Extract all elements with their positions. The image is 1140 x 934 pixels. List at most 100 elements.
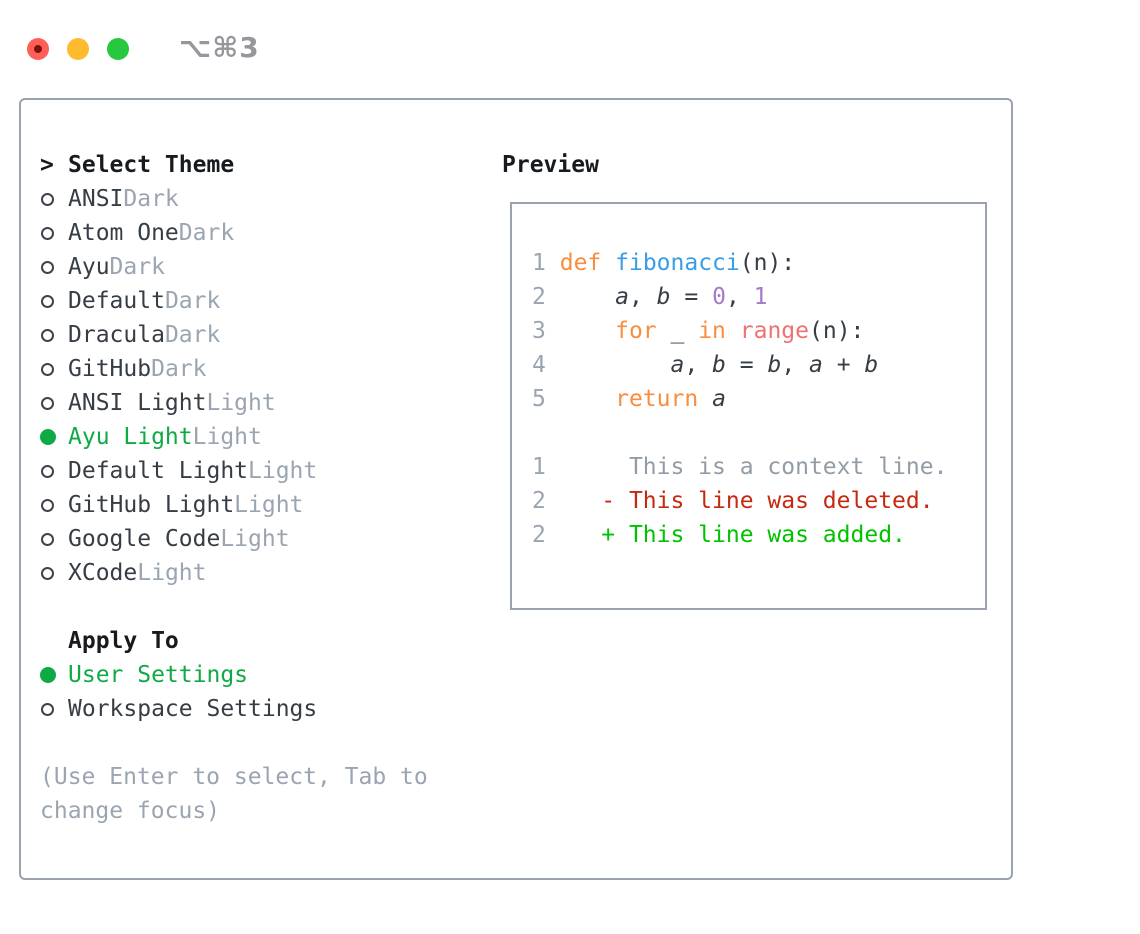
- apply-option-label: Workspace Settings: [68, 696, 318, 722]
- code-token-builtin: range: [739, 318, 810, 344]
- radio-unselected-icon: [40, 362, 68, 376]
- theme-variant-badge: Light: [248, 458, 318, 484]
- theme-variant-badge: Light: [192, 424, 262, 450]
- theme-variant-badge: Dark: [178, 220, 235, 246]
- preview-box: 1 def fibonacci(n): 2 a, b = 0, 1 3 for …: [510, 202, 987, 610]
- code-token-plain: ,: [628, 284, 657, 310]
- theme-item-ansi-light[interactable]: ANSI Light Light: [40, 386, 492, 420]
- theme-item-label: Default Light: [68, 458, 249, 484]
- code-token-plain: _: [656, 318, 699, 344]
- code-token-variable: a: [670, 352, 685, 378]
- theme-item-default[interactable]: Default Dark: [40, 284, 492, 318]
- code-token-variable: b: [656, 284, 671, 310]
- theme-item-atom-one[interactable]: Atom One Dark: [40, 216, 492, 250]
- apply-option-label: User Settings: [68, 662, 249, 688]
- theme-item-label: Default: [68, 288, 165, 314]
- radio-selected-icon: [40, 667, 68, 683]
- radio-unselected-icon: [40, 294, 68, 308]
- radio-unselected-icon: [40, 532, 68, 546]
- theme-variant-badge: Light: [137, 560, 207, 586]
- theme-item-label: Atom One: [68, 220, 179, 246]
- theme-item-github-light[interactable]: GitHub Light Light: [40, 488, 492, 522]
- line-number: 2: [532, 488, 546, 514]
- minimize-button[interactable]: [67, 38, 89, 60]
- code-token-plain: [601, 250, 615, 276]
- code-token-plain: [546, 352, 671, 378]
- code-token-plain: [546, 284, 615, 310]
- line-number: 3: [532, 318, 546, 344]
- theme-item-label: Ayu: [68, 254, 110, 280]
- line-number: 1: [532, 454, 546, 480]
- preview-title: Preview: [502, 152, 599, 178]
- code-token-deleted: - This line was deleted.: [545, 488, 934, 514]
- line-number: 2: [532, 284, 546, 310]
- radio-unselected-icon: [40, 498, 68, 512]
- code-token-plain: [726, 318, 740, 344]
- code-token-variable: a: [615, 284, 629, 310]
- theme-item-xcode[interactable]: XCode Light: [40, 556, 492, 590]
- apply-to-header: Apply To: [40, 624, 492, 658]
- prompt-icon: >: [40, 152, 54, 178]
- code-token-plain: ,: [684, 352, 713, 378]
- theme-item-label: GitHub: [68, 356, 152, 382]
- apply-to-title: Apply To: [68, 628, 179, 654]
- code-token-plain: =: [725, 352, 768, 378]
- line-number: 2: [532, 522, 546, 548]
- code-token-added: + This line was added.: [545, 522, 906, 548]
- code-token-function: fibonacci: [615, 250, 740, 276]
- theme-item-ayu-light[interactable]: Ayu Light Light: [40, 420, 492, 454]
- theme-variant-badge: Dark: [151, 356, 207, 382]
- theme-item-default-light[interactable]: Default Light Light: [40, 454, 492, 488]
- code-token-keyword: for: [615, 318, 657, 344]
- zoom-button[interactable]: [107, 38, 129, 60]
- radio-unselected-icon: [40, 226, 68, 240]
- theme-item-label: XCode: [68, 560, 138, 586]
- code-token-variable: b: [864, 352, 879, 378]
- code-token-plain: ,: [725, 284, 754, 310]
- apply-option-workspace-settings[interactable]: Workspace Settings: [40, 692, 492, 726]
- code-token-plain: [546, 250, 560, 276]
- code-token-variable: a: [809, 352, 823, 378]
- theme-item-ayu[interactable]: Ayu Dark: [40, 250, 492, 284]
- code-token-plain: [698, 386, 712, 412]
- theme-item-label: GitHub Light: [68, 492, 235, 518]
- apply-option-user-settings[interactable]: User Settings: [40, 658, 492, 692]
- theme-item-label: ANSI Light: [68, 390, 207, 416]
- radio-unselected-icon: [40, 260, 68, 274]
- code-token-keyword: return: [615, 386, 699, 412]
- theme-variant-badge: Dark: [164, 288, 221, 314]
- radio-unselected-icon: [40, 702, 68, 716]
- help-text: (Use Enter to select, Tab to change focu…: [40, 764, 428, 824]
- theme-item-label: Ayu Light: [68, 424, 193, 450]
- spacer: [40, 590, 492, 624]
- titlebar: ⌥⌘3: [0, 0, 1140, 98]
- code-token-context: This is a context line.: [545, 454, 948, 480]
- theme-selector-title: Select Theme: [68, 152, 235, 178]
- code-token-plain: ,: [781, 352, 810, 378]
- traffic-lights: [27, 38, 129, 60]
- theme-item-github[interactable]: GitHub Dark: [40, 352, 492, 386]
- code-token-plain: (n):: [809, 318, 865, 344]
- theme-variant-badge: Dark: [164, 322, 221, 348]
- line-number: 5: [532, 386, 546, 412]
- radio-selected-icon: [40, 429, 68, 445]
- theme-variant-badge: Dark: [109, 254, 165, 280]
- radio-unselected-icon: [40, 328, 68, 342]
- radio-unselected-icon: [40, 396, 68, 410]
- theme-variant-badge: Light: [206, 390, 276, 416]
- theme-item-dracula[interactable]: Dracula Dark: [40, 318, 492, 352]
- preview-section: Preview: [502, 148, 599, 182]
- close-button[interactable]: [27, 38, 49, 60]
- code-token-constant: 0: [712, 284, 726, 310]
- theme-variant-badge: Dark: [123, 186, 179, 212]
- line-number: 1: [532, 250, 546, 276]
- theme-item-ansi[interactable]: ANSI Dark: [40, 182, 492, 216]
- theme-variant-badge: Light: [234, 492, 304, 518]
- code-token-variable: b: [712, 352, 726, 378]
- code-token-plain: +: [822, 352, 865, 378]
- theme-item-google-code[interactable]: Google Code Light: [40, 522, 492, 556]
